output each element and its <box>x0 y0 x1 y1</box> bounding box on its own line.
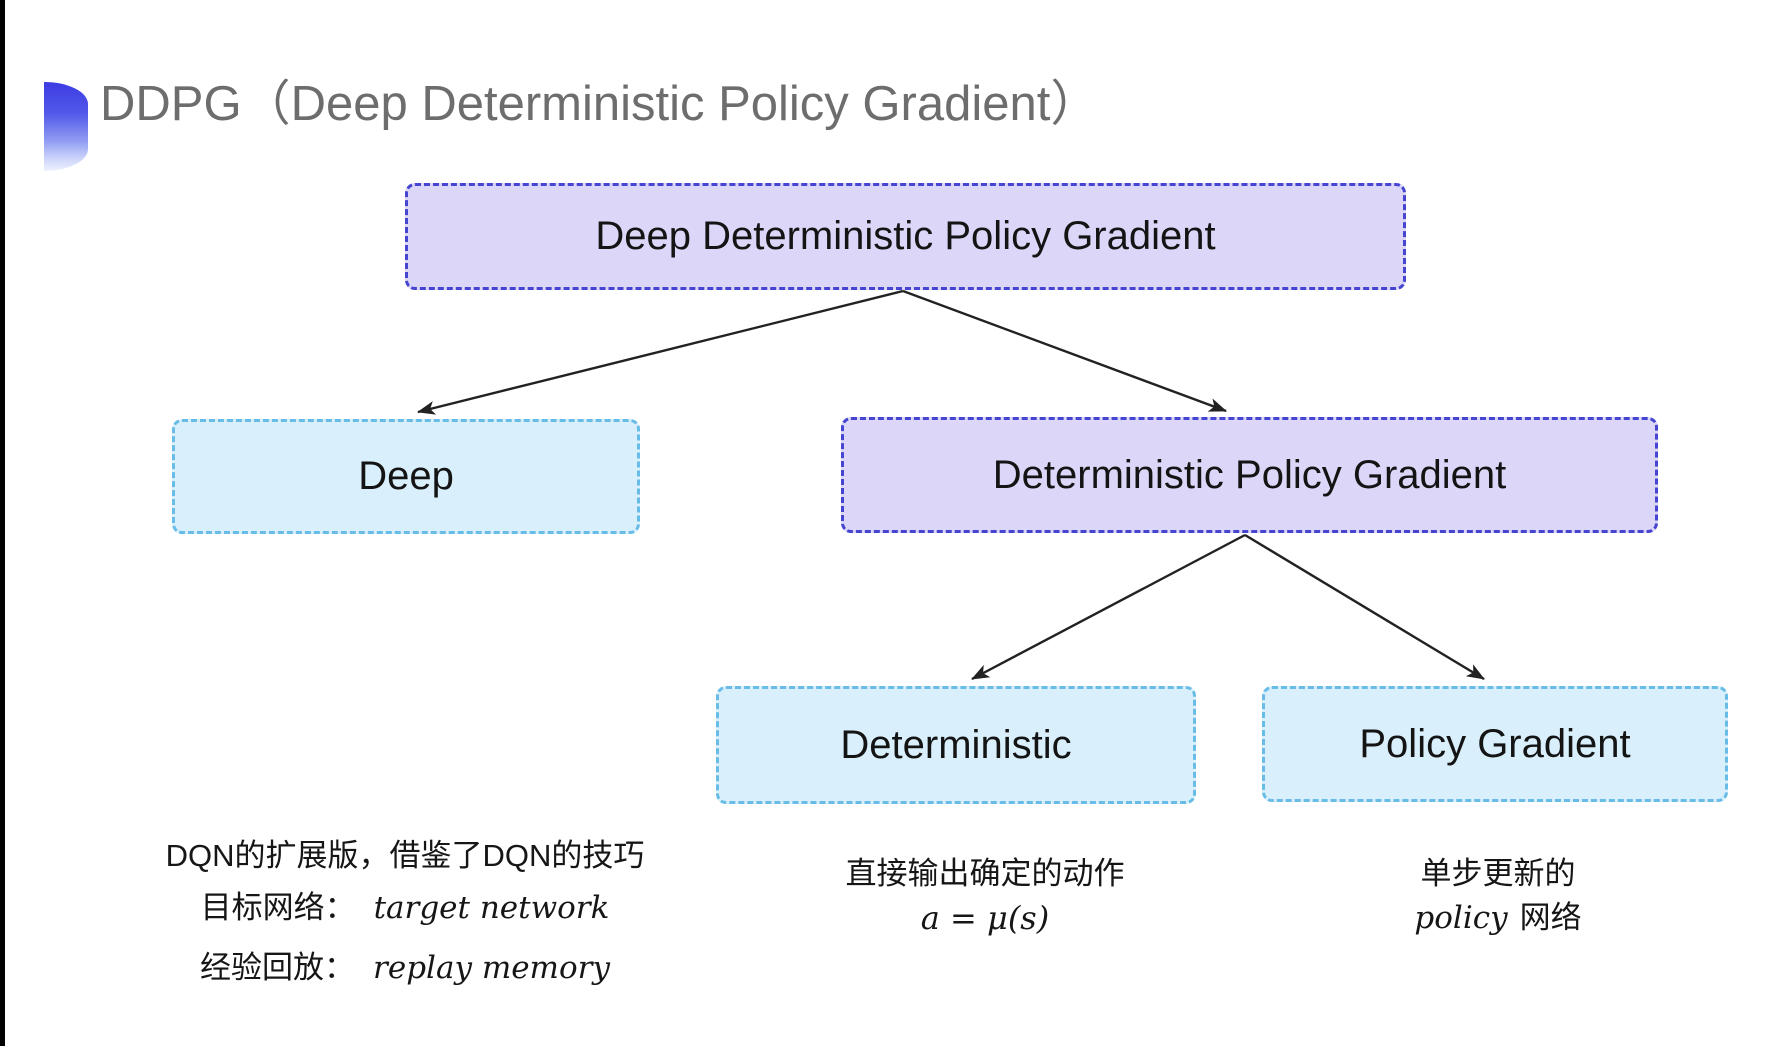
annotation-policy-gradient: 单步更新的 policy 网络 <box>1300 852 1696 940</box>
annotation-line: 单步更新的 <box>1300 852 1696 896</box>
node-deep: Deep <box>172 419 640 534</box>
annotation-text: 单步更新的 <box>1420 856 1576 891</box>
node-deterministic: Deterministic <box>716 686 1196 804</box>
annotation-line: a = μ(s) <box>770 896 1200 940</box>
node-label: Policy Gradient <box>1359 721 1631 766</box>
node-policy-gradient: Policy Gradient <box>1262 686 1728 802</box>
annotation-line: 经验回放： replay memory <box>118 938 692 998</box>
annotation-line: policy 网络 <box>1300 896 1696 940</box>
annotation-line: 目标网络： target network <box>118 878 692 938</box>
annotation-line: DQN的扩展版，借鉴了DQN的技巧 <box>118 834 692 878</box>
node-deterministic-policy-gradient: Deterministic Policy Gradient <box>841 417 1658 533</box>
annotation-text: 网络 <box>1519 900 1582 935</box>
left-edge-strip <box>0 0 5 1046</box>
page-title: DDPG（Deep Deterministic Policy Gradient） <box>100 77 1100 131</box>
annotation-deep: DQN的扩展版，借鉴了DQN的技巧 目标网络： target network 经… <box>118 834 692 998</box>
arrow-root-to-deep <box>417 289 904 415</box>
annotation-term: policy <box>1414 900 1508 936</box>
annotation-line: 直接输出确定的动作 <box>770 852 1200 896</box>
node-label: Deep <box>358 454 454 498</box>
annotation-label: 经验回放： <box>200 950 356 985</box>
node-label: Deep Deterministic Policy Gradient <box>595 214 1216 258</box>
node-label: Deterministic <box>840 722 1072 767</box>
annotation-formula: a = μ(s) <box>920 899 1050 937</box>
node-label: Deterministic Policy Gradient <box>992 452 1507 497</box>
node-deep-deterministic-policy-gradient: Deep Deterministic Policy Gradient <box>405 183 1406 290</box>
arrow-dpg-to-policy-gradient <box>1244 533 1485 681</box>
arrow-dpg-to-deterministic <box>971 533 1246 681</box>
annotation-deterministic: 直接输出确定的动作 a = μ(s) <box>770 852 1200 940</box>
annotation-label: 目标网络： <box>200 890 356 925</box>
accent-orb-icon <box>44 82 88 171</box>
annotation-text: 直接输出确定的动作 <box>845 856 1125 891</box>
annotation-term: target network <box>373 890 610 926</box>
annotation-term: replay memory <box>373 950 610 986</box>
arrow-root-to-dpg <box>902 289 1227 413</box>
annotation-text: DQN的扩展版，借鉴了DQN的技巧 <box>165 838 645 873</box>
